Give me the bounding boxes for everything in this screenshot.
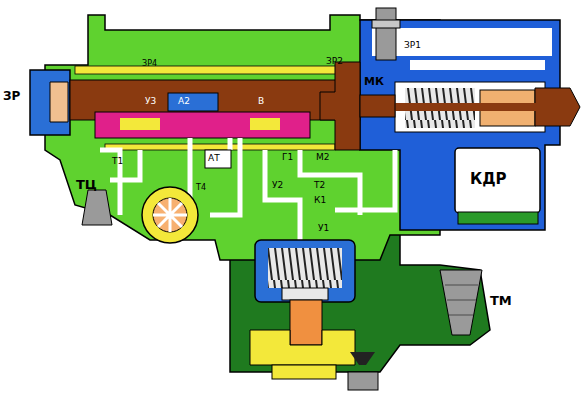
- part-label: Т4: [196, 184, 206, 192]
- part-label: ЗР: [3, 90, 20, 102]
- part-label: А2: [178, 97, 190, 106]
- part-label: У1: [318, 224, 329, 233]
- part-label: КДР: [470, 172, 507, 187]
- part-label: Г1: [282, 153, 293, 162]
- part-label: АТ: [208, 154, 220, 163]
- part-label: Т2: [314, 181, 325, 190]
- part-label: ЗР2: [326, 57, 343, 66]
- part-label: У3: [145, 97, 156, 106]
- part-label: К1: [314, 196, 326, 205]
- part-label: МК: [364, 76, 384, 87]
- part-label: ТМ: [490, 294, 512, 307]
- part-label: ТЦ: [76, 178, 97, 191]
- part-label: М2: [316, 153, 330, 162]
- part-label: В: [258, 97, 264, 106]
- part-label: У2: [272, 181, 283, 190]
- part-label: ЗР1: [404, 41, 421, 50]
- part-label: ЗР4: [142, 60, 157, 68]
- part-label: Т1: [112, 157, 123, 166]
